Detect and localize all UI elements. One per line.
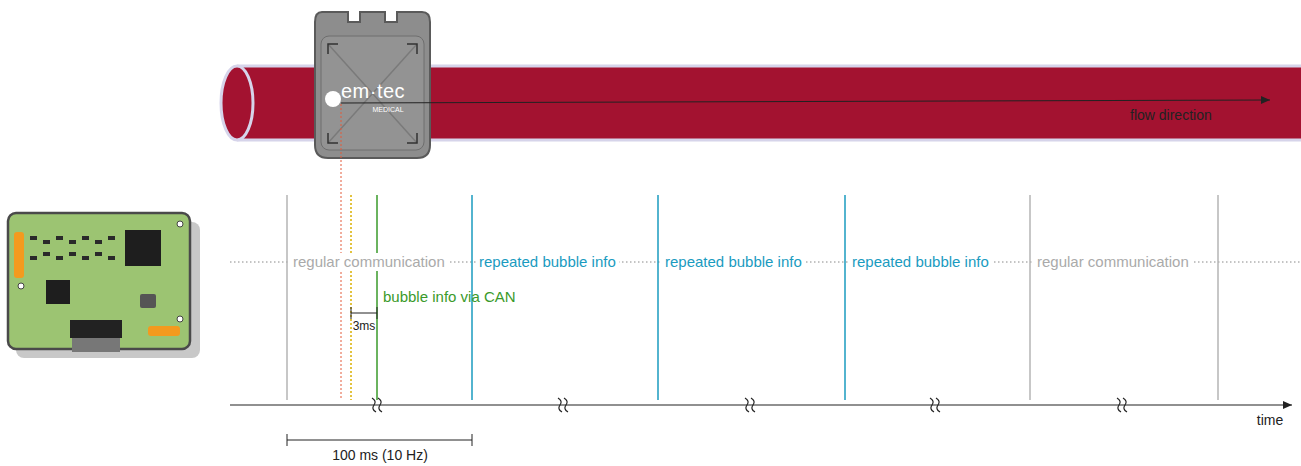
delay-label: 3ms <box>353 320 376 334</box>
smd-part <box>56 236 63 240</box>
phase-label: regular communication <box>290 253 448 270</box>
flow-label: flow direction <box>1130 107 1212 123</box>
break-mark <box>930 398 934 412</box>
flow-arrow <box>341 100 1270 103</box>
smd-part <box>69 252 76 256</box>
axis-break <box>372 398 1127 412</box>
detection-line <box>341 104 342 400</box>
smd-part <box>69 240 76 244</box>
smd-part <box>30 256 37 260</box>
smd-part <box>43 240 50 244</box>
break-mark <box>745 398 749 412</box>
break-mark <box>751 398 755 412</box>
smd-part <box>30 236 37 240</box>
logo-subtext: MEDICAL <box>372 106 403 114</box>
period-bracket <box>287 434 472 446</box>
timing-lines <box>287 195 1218 400</box>
electronics-board <box>8 213 200 358</box>
phase-label: regular communication <box>1034 253 1192 270</box>
smd-part <box>95 252 102 256</box>
can-message-label: bubble info via CAN <box>383 288 516 305</box>
break-mark <box>378 398 382 412</box>
smd-part <box>82 256 89 260</box>
air-bubble <box>325 91 341 107</box>
break-mark <box>1123 398 1127 412</box>
smd-part <box>43 252 50 256</box>
smd-part <box>108 256 115 260</box>
phase-label: repeated bubble info <box>476 253 619 270</box>
smd-part <box>95 240 102 244</box>
break-mark <box>1117 398 1121 412</box>
logo-text: em·tec <box>341 80 405 103</box>
processing-line <box>350 195 352 400</box>
break-mark <box>936 398 940 412</box>
break-mark <box>564 398 568 412</box>
break-mark <box>558 398 562 412</box>
flow-sensor <box>315 12 430 158</box>
axis-label: time <box>1257 412 1283 428</box>
break-mark <box>372 398 376 412</box>
time-axis <box>230 404 1292 405</box>
smd-part <box>82 236 89 240</box>
phase-label: repeated bubble info <box>662 253 805 270</box>
period-label: 100 ms (10 Hz) <box>332 447 428 463</box>
smd-part <box>108 236 115 240</box>
delay-bracket <box>351 307 377 319</box>
smd-part <box>56 256 63 260</box>
phase-label: repeated bubble info <box>849 253 992 270</box>
